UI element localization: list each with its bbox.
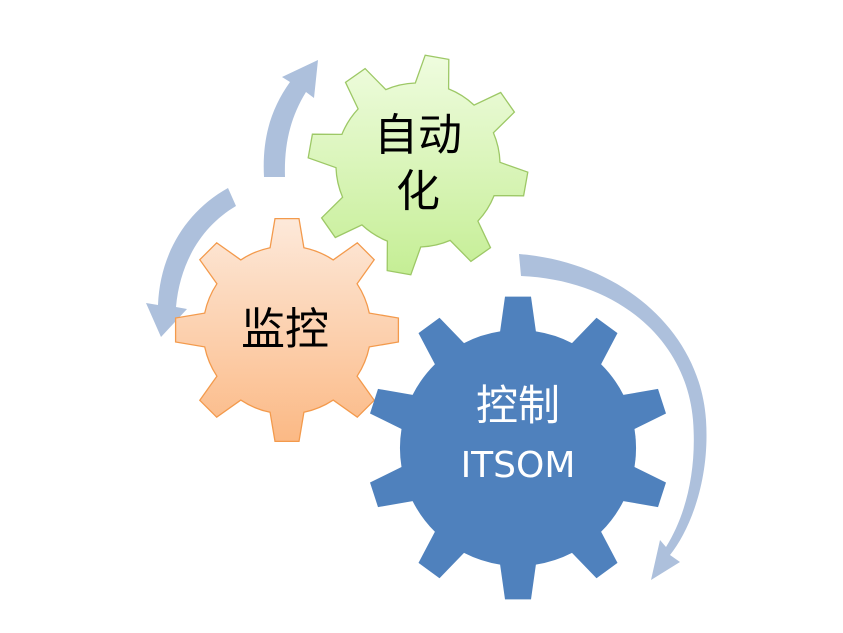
gear-monitoring [174,217,400,443]
gear-monitoring-label: 监控 [225,302,345,358]
gear-monitoring-line-1: 监控 [241,304,329,355]
cycle-arrow-top [263,60,318,177]
cycle-arrow-left [146,188,236,337]
gear-control-label: 控制 ITSOM [438,376,598,496]
cycle-arrow-right [519,254,707,580]
gear-automation [307,54,529,276]
gear-control [370,296,666,600]
gear-automation-label: 自动 化 [358,108,478,220]
gear-control-line-2: ITSOM [460,445,576,486]
gear-control-line-1: 控制 [475,381,560,430]
gear-automation-line-2: 化 [396,166,440,217]
gear-automation-line-1: 自动 [374,110,462,161]
